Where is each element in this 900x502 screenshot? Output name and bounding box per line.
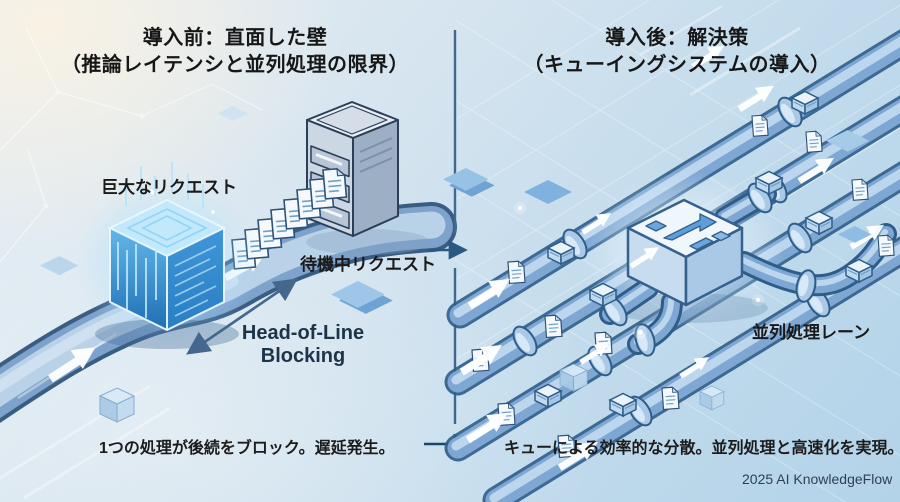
before-title-line2: （推論レイテンシと並列処理の限界） [60,54,410,76]
road-arrow-icon [17,245,270,400]
before-title-line1: 導入前：直面した壁 [142,27,328,49]
after-title: 導入後：解決策 （キューイングシステムの導入） [462,25,892,79]
before-title: 導入前：直面した壁 （推論レイテンシと並列処理の限界） [20,25,450,79]
hol-double-arrow-icon [186,278,298,355]
decor-shapes-right [443,130,872,411]
giant-request-label: 巨大なリクエスト [101,178,237,197]
credit-text: 2025 AI KnowledgeFlow [742,471,893,487]
router-glyph-icon [645,213,731,251]
before-caption: 1つの処理が後続をブロック。遅延発生。 [99,440,395,457]
server-icon [306,101,430,255]
waiting-requests-label: 待機中リクエスト [300,255,436,274]
after-title-line2: （キューイングシステムの導入） [523,54,831,76]
queue-router-icon [584,172,897,359]
after-title-line1: 導入後：解決策 [605,27,749,49]
background-network-lines [0,27,263,263]
after-caption: キューによる効率的な分散。並列処理と高速化を実現。 [504,440,900,457]
hol-label-line2: Blocking [260,345,346,367]
hol-blocking-label: Head-of-Line Blocking [228,322,378,368]
parallel-lanes-label: 並列処理レーン [752,323,871,342]
hol-label-line1: Head-of-Line [241,322,365,344]
